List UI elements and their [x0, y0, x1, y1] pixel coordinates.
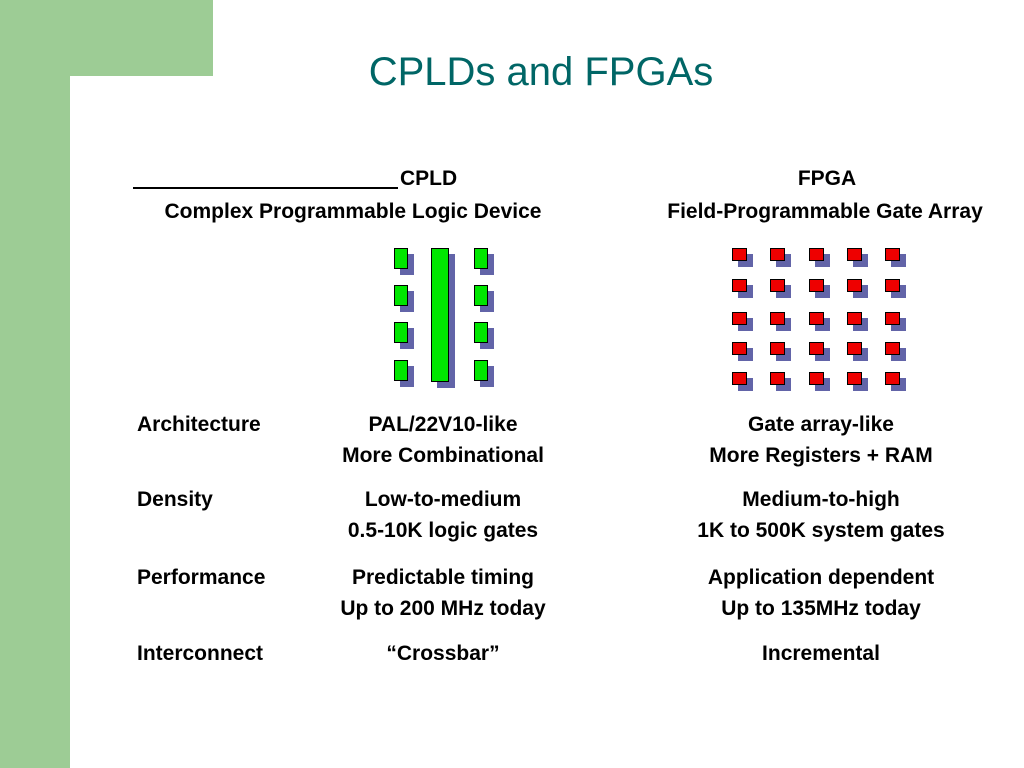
fpga-logic-block	[732, 248, 747, 261]
row-label: Density	[137, 488, 213, 511]
cpld-macrocell-block	[394, 360, 408, 381]
fpga-logic-block	[885, 372, 900, 385]
fpga-row-value: More Registers + RAM	[709, 444, 933, 467]
fpga-logic-block	[809, 248, 824, 261]
fpga-logic-block	[809, 342, 824, 355]
row-label: Performance	[137, 566, 266, 589]
fpga-logic-block	[847, 342, 862, 355]
heading-underline	[133, 187, 398, 189]
cpld-row-value: Up to 200 MHz today	[340, 597, 546, 620]
row-label: Architecture	[137, 413, 261, 436]
row-label: Interconnect	[137, 642, 264, 665]
fpga-logic-block	[847, 248, 862, 261]
cpld-macrocell-block	[394, 322, 408, 343]
fpga-grid-diagram-icon	[720, 240, 920, 400]
decorative-green-bar-top	[0, 0, 213, 76]
cpld-block-diagram-icon	[385, 240, 505, 400]
cpld-row-value: “Crossbar”	[386, 642, 500, 665]
cpld-macrocell-block	[394, 248, 408, 269]
fpga-logic-block	[770, 372, 785, 385]
fpga-row-value: Up to 135MHz today	[721, 597, 921, 620]
cpld-row-value: 0.5-10K logic gates	[347, 519, 539, 542]
cpld-row-value: Low-to-medium	[364, 488, 522, 511]
cpld-interconnect-bar	[431, 248, 449, 382]
fpga-logic-block	[732, 279, 747, 292]
fpga-logic-block	[847, 372, 862, 385]
cpld-full-name: Complex Programmable Logic Device	[164, 200, 542, 223]
fpga-logic-block	[770, 248, 785, 261]
fpga-logic-block	[770, 312, 785, 325]
fpga-logic-block	[847, 312, 862, 325]
cpld-macrocell-block	[474, 285, 488, 306]
fpga-logic-block	[770, 279, 785, 292]
cpld-column-heading: CPLD	[133, 166, 457, 192]
fpga-full-name: Field-Programmable Gate Array	[667, 200, 983, 223]
cpld-name: CPLD	[400, 167, 458, 190]
fpga-logic-block	[770, 342, 785, 355]
fpga-row-value: 1K to 500K system gates	[697, 519, 945, 542]
cpld-macrocell-block	[474, 360, 488, 381]
cpld-macrocell-block	[394, 285, 408, 306]
slide-title: CPLDs and FPGAs	[368, 50, 714, 94]
decorative-green-bar-left	[0, 76, 70, 768]
fpga-logic-block	[732, 342, 747, 355]
fpga-logic-block	[809, 279, 824, 292]
fpga-logic-block	[885, 342, 900, 355]
fpga-row-value: Medium-to-high	[742, 488, 900, 511]
cpld-macrocell-block	[474, 248, 488, 269]
fpga-row-value: Application dependent	[707, 566, 935, 589]
fpga-logic-block	[732, 312, 747, 325]
fpga-logic-block	[809, 372, 824, 385]
fpga-row-value: Incremental	[762, 642, 880, 665]
cpld-macrocell-block	[474, 322, 488, 343]
fpga-logic-block	[732, 372, 747, 385]
fpga-logic-block	[885, 312, 900, 325]
fpga-logic-block	[885, 248, 900, 261]
fpga-logic-block	[847, 279, 862, 292]
cpld-row-value: Predictable timing	[351, 566, 535, 589]
fpga-logic-block	[809, 312, 824, 325]
fpga-row-value: Gate array-like	[748, 413, 894, 436]
cpld-row-value: PAL/22V10-like	[368, 413, 518, 436]
cpld-row-value: More Combinational	[342, 444, 544, 467]
fpga-logic-block	[885, 279, 900, 292]
fpga-column-heading: FPGA	[797, 167, 857, 190]
